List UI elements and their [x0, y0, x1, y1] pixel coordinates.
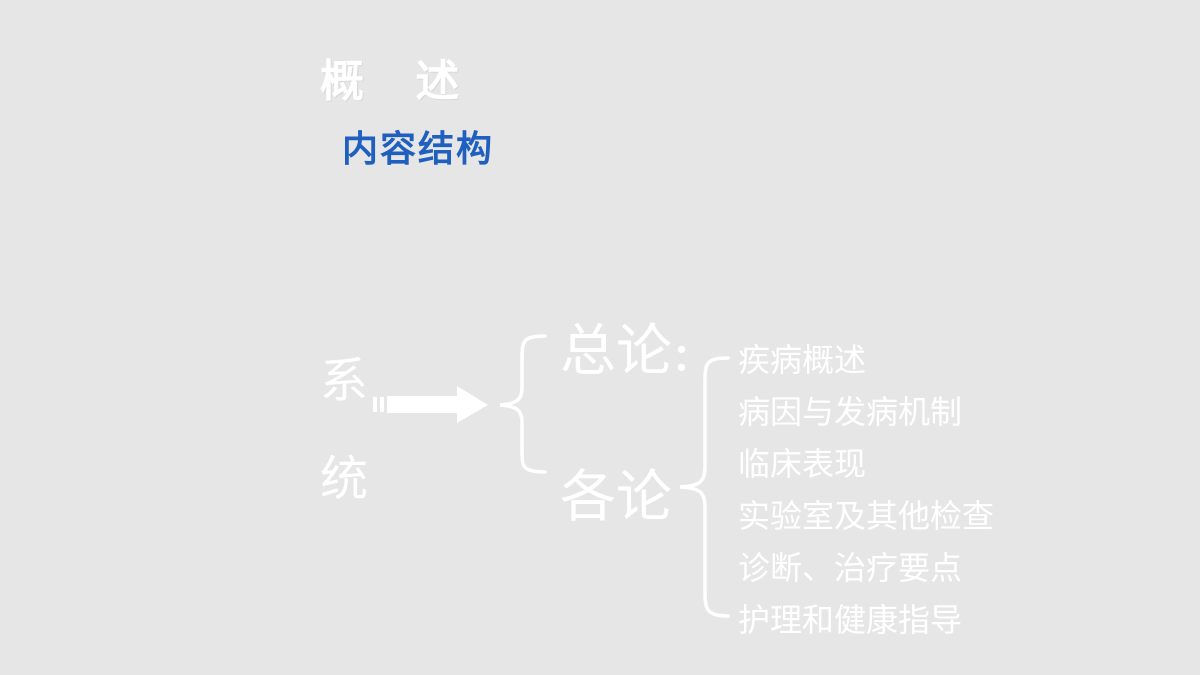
striped-arrow-icon [373, 386, 488, 423]
branch-specific: 各论 [560, 465, 672, 530]
topic-list: 疾病概述 病因与发病机制 临床表现 实验室及其他检查 诊断、治疗要点 护理和健康… [738, 334, 994, 646]
slide-subheading: 内容结构 [342, 129, 495, 170]
system-label: 系统 [320, 353, 369, 507]
left-brace-icon [679, 356, 730, 618]
topic-item: 病因与发病机制 [738, 393, 963, 431]
topic-item: 临床表现 [738, 445, 867, 483]
slide-heading: 概 述 [320, 56, 478, 107]
branch-general: 总论: [560, 319, 691, 384]
topic-item: 诊断、治疗要点 [738, 549, 963, 587]
topic-item: 护理和健康指导 [738, 601, 963, 639]
topic-item: 疾病概述 [738, 341, 867, 379]
left-brace-icon [499, 334, 547, 474]
topic-item: 实验室及其他检查 [738, 497, 995, 535]
